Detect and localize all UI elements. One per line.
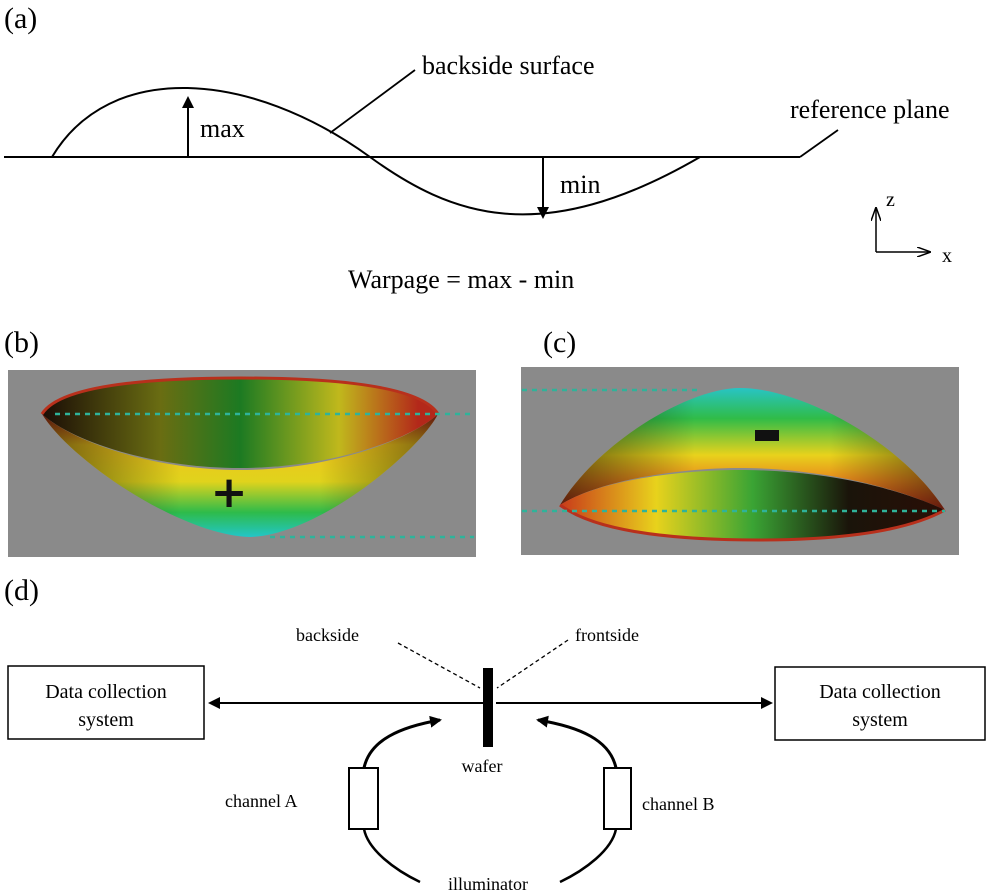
channel-a-beam-arrow	[362, 715, 442, 769]
channel-b-beam-arrow	[536, 715, 618, 769]
frontside-leader	[496, 639, 569, 689]
reference-plane-label: reference plane	[790, 95, 949, 124]
dome-inner-surface	[560, 470, 945, 540]
left-box-line1: Data collection	[45, 681, 167, 703]
backside-surface-label: backside surface	[422, 51, 595, 80]
minus-sign	[755, 430, 779, 441]
axis-z-label: z	[886, 189, 895, 211]
panel-c: (c)	[521, 326, 959, 555]
axis-x-label: x	[942, 245, 952, 267]
illuminator-label: illuminator	[448, 874, 528, 894]
reference-plane-leader	[799, 129, 839, 158]
warpage-formula: Warpage = max - min	[348, 265, 574, 294]
wafer-bar	[483, 668, 493, 747]
backside-surface-curve	[51, 86, 701, 216]
channel-a-box	[348, 767, 379, 830]
plus-sign: +	[211, 467, 248, 518]
panel-b-label: (b)	[4, 326, 39, 359]
frontside-label: frontside	[575, 625, 639, 645]
panel-b: (b) +	[4, 326, 476, 557]
left-data-collection-box	[7, 665, 205, 740]
right-data-collection-box	[774, 666, 986, 741]
channel-a-label: channel A	[225, 791, 297, 811]
panel-a-label: (a)	[4, 2, 37, 35]
wafer-label: wafer	[462, 756, 503, 776]
backside-label: backside	[296, 625, 359, 645]
min-label: min	[560, 170, 600, 199]
bowl-inner-surface	[42, 378, 438, 468]
panel-d: (d) Data collection system Data collecti…	[4, 574, 986, 894]
right-box-line2: system	[852, 709, 908, 731]
channel-b-box	[603, 767, 632, 830]
left-box-line2: system	[78, 709, 134, 731]
max-label: max	[200, 114, 245, 143]
panel-d-label: (d)	[4, 574, 39, 607]
backside-surface-leader	[329, 69, 416, 134]
right-box-line1: Data collection	[819, 681, 941, 703]
panel-c-label: (c)	[543, 326, 576, 359]
axes-icon	[876, 208, 930, 252]
backside-leader	[397, 642, 481, 689]
illuminator-line-b	[559, 828, 618, 884]
panel-a: (a) backside surface reference plane max…	[4, 2, 952, 294]
channel-b-label: channel B	[642, 794, 714, 814]
illuminator-line-a	[362, 828, 421, 884]
